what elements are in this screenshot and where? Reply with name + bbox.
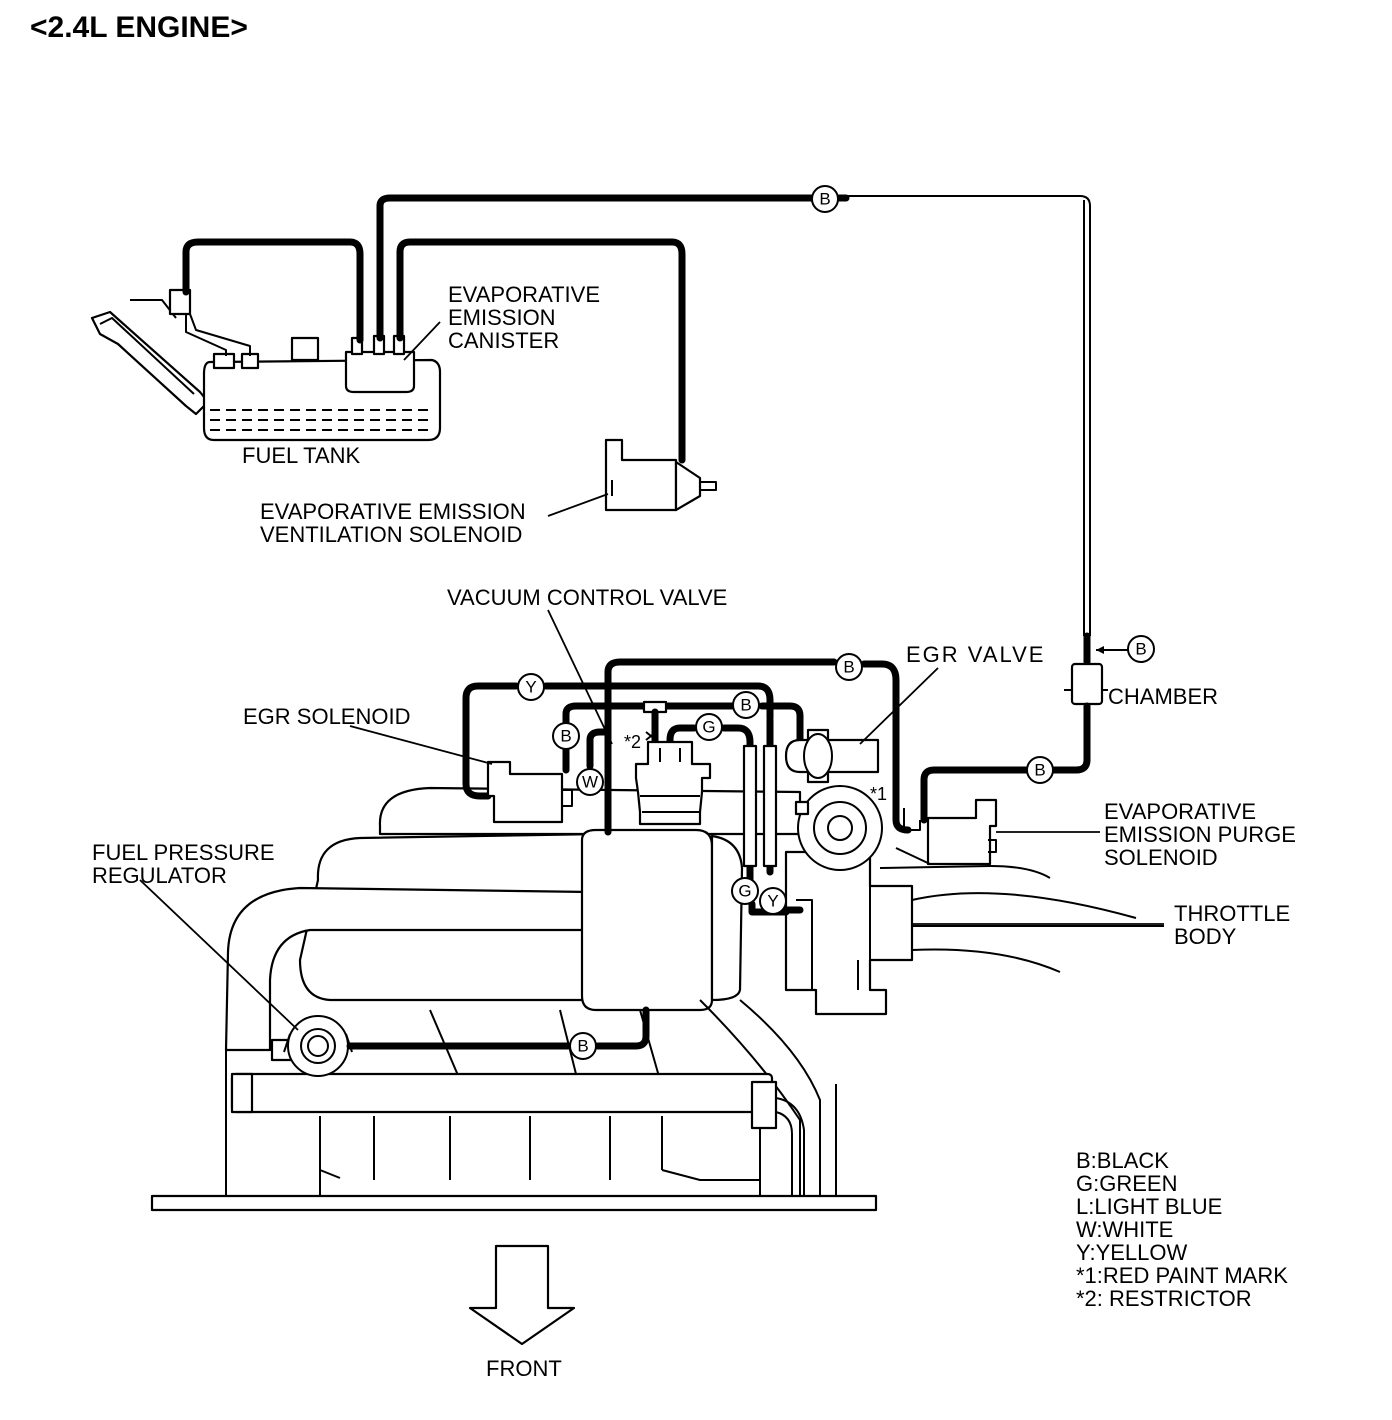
label-canister-line3: CANISTER <box>448 328 559 353</box>
restrictor-mark: *2 <box>624 732 641 752</box>
vacuum-control-valve <box>634 700 712 826</box>
svg-text:B: B <box>560 727 571 746</box>
legend-item: Y:YELLOW <box>1076 1240 1188 1265</box>
label-chamber: CHAMBER <box>1108 684 1218 709</box>
label-egr-valve: EGR VALVE <box>906 642 1045 667</box>
tag-solenoid-black: B <box>552 722 580 750</box>
legend-item: W:WHITE <box>1076 1217 1173 1242</box>
legend-item: L:LIGHT BLUE <box>1076 1194 1222 1219</box>
svg-text:G: G <box>738 882 751 901</box>
legend-item: G:GREEN <box>1076 1171 1177 1196</box>
legend-item: B:BLACK <box>1076 1148 1169 1173</box>
tag-yellow-top: Y <box>517 673 545 701</box>
svg-text:G: G <box>702 718 715 737</box>
tag-vcv-right-black: B <box>732 691 760 719</box>
evap-canister <box>344 334 416 394</box>
label-vacuum-control-valve: VACUUM CONTROL VALVE <box>447 585 727 610</box>
tag-top-black: B <box>811 185 839 213</box>
legend-item: *2: RESTRICTOR <box>1076 1286 1252 1311</box>
label-fuel-tank: FUEL TANK <box>242 443 361 468</box>
label-purge-line3: SOLENOID <box>1104 845 1218 870</box>
diagram-title: <2.4L ENGINE> <box>30 11 248 44</box>
label-ventilation-line1: EVAPORATIVE EMISSION <box>260 499 526 524</box>
regulator-hose <box>346 1006 650 1050</box>
restrictor-x-icon <box>645 731 657 741</box>
label-throttle-line2: BODY <box>1174 924 1237 949</box>
label-ventilation-line2: VENTILATION SOLENOID <box>260 522 522 547</box>
hose-color-tags: B B B B B Y G B <box>517 185 1155 1060</box>
svg-text:B: B <box>819 190 830 209</box>
tag-solenoid-white: W <box>576 768 604 796</box>
purge-solenoid <box>895 798 998 866</box>
color-legend: B:BLACK G:GREEN L:LIGHT BLUE W:WHITE Y:Y… <box>1076 1148 1288 1311</box>
tag-egr-top-black: B <box>835 653 863 681</box>
svg-text:Y: Y <box>767 892 778 911</box>
egr-valve <box>784 728 880 784</box>
svg-text:Y: Y <box>525 678 536 697</box>
label-canister-line1: EVAPORATIVE <box>448 282 600 307</box>
label-purge-line2: EMISSION PURGE <box>1104 822 1296 847</box>
label-throttle-line1: THROTTLE <box>1174 901 1290 926</box>
tag-regulator-black: B <box>569 1032 597 1060</box>
legend-item: *1:RED PAINT MARK <box>1076 1263 1288 1288</box>
front-arrow-icon <box>468 1244 576 1346</box>
tag-chamber-bottom-black: B <box>1026 756 1054 784</box>
tag-green-top: G <box>695 713 723 741</box>
tag-green-bottom: G <box>731 877 759 905</box>
ventilation-solenoid <box>604 438 717 512</box>
label-purge-line1: EVAPORATIVE <box>1104 799 1256 824</box>
tag-yellow-bottom: Y <box>759 887 787 915</box>
svg-text:B: B <box>577 1037 588 1056</box>
svg-text:B: B <box>843 658 854 677</box>
svg-text:W: W <box>582 773 598 792</box>
label-canister-line2: EMISSION <box>448 305 556 330</box>
tank-hoses <box>182 194 824 464</box>
egr-solenoid <box>486 760 573 824</box>
leader-lines <box>139 321 1164 1031</box>
label-regulator-line1: FUEL PRESSURE <box>92 840 275 865</box>
engine <box>150 785 1164 1212</box>
chamber-line <box>826 194 1130 824</box>
egr-hoses <box>462 658 912 916</box>
red-paint-mark: *1 <box>870 784 887 804</box>
svg-text:B: B <box>1034 761 1045 780</box>
label-egr-solenoid: EGR SOLENOID <box>243 704 410 729</box>
svg-text:B: B <box>740 696 751 715</box>
label-front: FRONT <box>486 1356 562 1381</box>
label-regulator-line2: REGULATOR <box>92 863 227 888</box>
svg-text:B: B <box>1135 640 1146 659</box>
tag-chamber-top-black: B <box>1127 635 1155 663</box>
